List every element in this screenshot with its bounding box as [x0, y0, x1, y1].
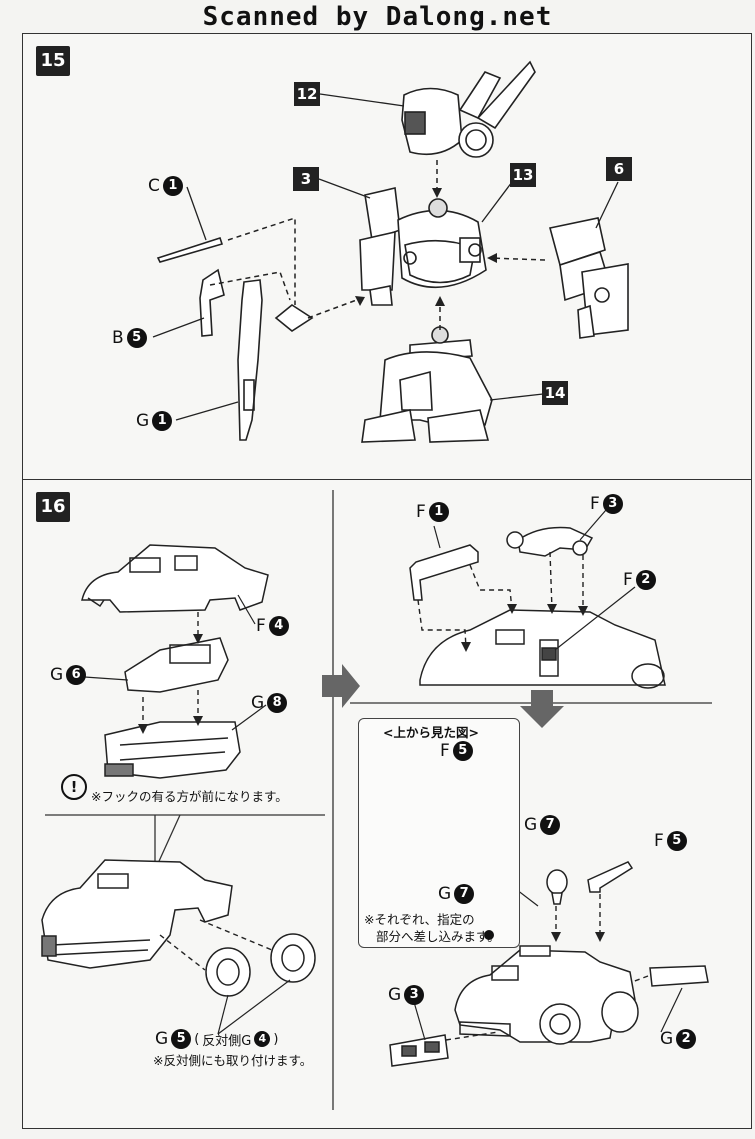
part-g7-inset-label: G 7 — [438, 884, 475, 904]
step-16-number: 16 — [36, 492, 70, 522]
scan-title: Scanned by Dalong.net — [202, 2, 553, 32]
part-6-label: 6 — [606, 157, 632, 181]
part-f5-inset-label: F 5 — [440, 741, 473, 761]
part-f4-label: F 4 — [256, 616, 289, 636]
part-g7-inset-number: 7 — [454, 884, 475, 904]
part-f4-number: 4 — [268, 616, 289, 636]
warning-icon: ! — [61, 774, 87, 800]
part-g3-letter: G — [388, 985, 402, 1005]
part-g3-number: 3 — [404, 985, 425, 1005]
top-view-inset — [358, 718, 520, 948]
part-g8-number: 8 — [267, 693, 288, 713]
opposite-side-open-paren: ( — [194, 1031, 200, 1047]
part-f5-label: F 5 — [654, 831, 687, 851]
part-g8-label: G 8 — [251, 693, 288, 713]
part-g5-number: 5 — [171, 1029, 192, 1049]
part-g3-label: G 3 — [388, 985, 425, 1005]
opposite-side-number: 4 — [254, 1031, 271, 1047]
inset-title: <上から見た図> — [383, 725, 479, 740]
part-f5-inset-number: 5 — [452, 741, 473, 761]
part-13-label: 13 — [510, 163, 536, 187]
opposite-side-label: 反対側G — [202, 1033, 252, 1049]
part-g2-label: G 2 — [660, 1029, 697, 1049]
part-f1-letter: F — [416, 502, 426, 522]
step-15-number: 15 — [36, 46, 70, 76]
part-b5-number: 5 — [126, 328, 147, 348]
part-f3-label: F 3 — [590, 494, 623, 514]
part-g7-letter: G — [524, 815, 538, 835]
part-f1-label: F 1 — [416, 502, 449, 522]
part-g2-number: 2 — [676, 1029, 697, 1049]
part-g1-label: G 1 — [136, 411, 173, 431]
opposite-side-close-paren: ) — [273, 1031, 279, 1047]
opposite-side-note: ※反対側にも取り付けます。 — [153, 1053, 313, 1068]
hook-note: ※フックの有る方が前になります。 — [91, 789, 288, 804]
part-c1-label: C 1 — [148, 176, 183, 196]
inset-pointer-dot — [484, 930, 494, 940]
part-f3-letter: F — [590, 494, 600, 514]
part-f4-letter: F — [256, 616, 266, 636]
part-f2-letter: F — [623, 570, 633, 590]
part-g2-letter: G — [660, 1029, 674, 1049]
part-g5-letter: G — [155, 1029, 169, 1049]
part-g6-number: 6 — [66, 665, 87, 685]
part-g1-number: 1 — [152, 411, 173, 431]
part-g5-label: G 5 ( 反対側G 4 ) — [155, 1029, 278, 1049]
part-g7-label: G 7 — [524, 815, 561, 835]
part-g7-number: 7 — [540, 815, 561, 835]
part-g6-letter: G — [50, 665, 64, 685]
part-c1-letter: C — [148, 176, 160, 196]
part-f5-number: 5 — [666, 831, 687, 851]
part-g7-inset-letter: G — [438, 884, 452, 904]
part-f5-inset-letter: F — [440, 741, 450, 761]
part-f3-number: 3 — [602, 494, 623, 514]
inset-note-line-2: 部分へ差し込みます。 — [376, 929, 500, 944]
part-f2-label: F 2 — [623, 570, 656, 590]
part-g1-letter: G — [136, 411, 150, 431]
part-3-label: 3 — [293, 167, 319, 191]
part-b5-label: B 5 — [112, 328, 147, 348]
part-12-label: 12 — [294, 82, 320, 106]
part-f5-letter: F — [654, 831, 664, 851]
part-14-label: 14 — [542, 381, 568, 405]
inset-note-line-1: ※それぞれ、指定の — [364, 912, 475, 927]
part-c1-number: 1 — [162, 176, 183, 196]
part-g8-letter: G — [251, 693, 265, 713]
part-g6-label: G 6 — [50, 665, 87, 685]
part-f1-number: 1 — [428, 502, 449, 522]
part-f2-number: 2 — [635, 570, 656, 590]
part-b5-letter: B — [112, 328, 124, 348]
